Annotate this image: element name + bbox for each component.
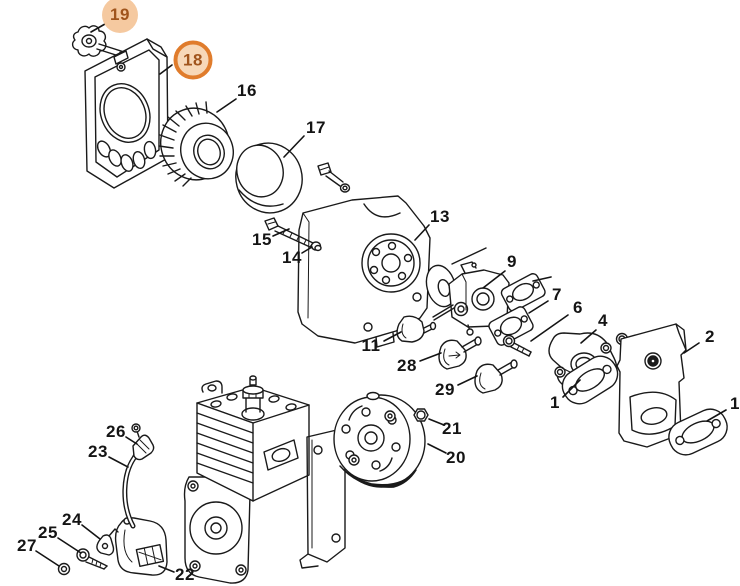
part-washer-small: [57, 562, 71, 576]
leader-line-14: [301, 246, 313, 254]
part-knob-plain: [474, 359, 518, 394]
leader-line-16: [216, 98, 237, 113]
part-sleeve-nut: [310, 241, 322, 252]
part-cylinder: [196, 375, 310, 502]
leader-line-23: [108, 456, 129, 468]
part-label-20[interactable]: 20: [446, 448, 466, 467]
part-air-filter-cover: [84, 38, 169, 189]
leader-line-9: [482, 270, 506, 289]
part-label-27[interactable]: 27: [17, 536, 37, 555]
leader-line-26: [125, 436, 138, 445]
leader-line-24: [81, 524, 101, 540]
part-label-28[interactable]: 28: [397, 356, 417, 375]
part-crankcase-plate: [299, 428, 346, 569]
part-flywheel: [333, 391, 426, 488]
part-ignition-module: [114, 517, 168, 576]
leader-line-4: [580, 329, 597, 344]
part-label-22[interactable]: 22: [175, 565, 195, 584]
leader-line-7: [528, 300, 549, 314]
part-label-11[interactable]: 11: [361, 336, 381, 355]
part-label-24[interactable]: 24: [62, 510, 82, 529]
leader-line-25: [57, 537, 82, 554]
leader-line-2: [683, 342, 700, 354]
leader-line-6: [530, 314, 569, 342]
part-label-9[interactable]: 9: [507, 252, 517, 271]
part-label-13[interactable]: 13: [430, 207, 450, 226]
leader-line-22: [158, 565, 175, 573]
part-label-29[interactable]: 29: [435, 380, 455, 399]
part-knob-arrow: [438, 336, 482, 370]
leader-line-29: [457, 375, 478, 386]
part-gasket-manifold: [561, 355, 619, 405]
part-label-6[interactable]: 6: [573, 298, 583, 317]
part-label-25[interactable]: 25: [38, 523, 58, 542]
part-carb-screw: [502, 334, 532, 357]
leader-line-13: [414, 224, 430, 241]
leader-line-15: [272, 228, 290, 237]
leader-line-17: [283, 135, 305, 158]
part-label-7[interactable]: 7: [552, 285, 562, 304]
part-choke-lever: [396, 315, 437, 343]
part-label-1[interactable]: 1: [730, 394, 740, 413]
part-label-17[interactable]: 17: [306, 118, 326, 137]
part-label-21[interactable]: 21: [442, 419, 462, 438]
leader-line-19: [90, 23, 106, 33]
part-label-18[interactable]: 18: [173, 40, 213, 80]
leader-line-18: [159, 64, 173, 75]
part-carburetor: [432, 261, 510, 336]
part-flywheel-nut: [413, 408, 429, 422]
part-label-4[interactable]: 4: [598, 311, 608, 330]
part-air-filter: [158, 101, 234, 187]
part-carb-gasket-upper: [500, 273, 546, 312]
part-housing-screw: [317, 162, 351, 193]
part-filter-sleeve: [235, 142, 303, 214]
leader-line-20: [427, 443, 447, 454]
part-label-23[interactable]: 23: [88, 442, 108, 461]
part-label-16[interactable]: 16: [237, 81, 257, 100]
leader-line-1: [562, 379, 581, 398]
part-label-14[interactable]: 14: [282, 248, 302, 267]
part-label-1[interactable]: 1: [550, 393, 560, 412]
leader-line-27: [35, 550, 60, 567]
part-carb-gasket-lower: [488, 306, 534, 346]
part-clamp-screw: [76, 548, 108, 570]
part-label-19[interactable]: 19: [102, 0, 138, 33]
part-clamp: [96, 528, 119, 556]
part-crankcase: [183, 476, 251, 584]
leader-line-7: [532, 276, 552, 282]
part-plug-boot: [131, 423, 155, 461]
part-gasket-lower-right: [668, 408, 728, 456]
part-muffler-bracket: [616, 323, 687, 448]
leader-line-11: [383, 331, 402, 342]
leader-line-28: [419, 352, 442, 362]
leader-line-1: [706, 409, 727, 422]
part-filter-housing: [297, 195, 431, 348]
leader-line-21: [428, 418, 445, 426]
part-housing-bolt: [264, 217, 314, 248]
part-label-15[interactable]: 15: [252, 230, 272, 249]
part-label-2[interactable]: 2: [705, 327, 715, 346]
part-label-26[interactable]: 26: [106, 422, 126, 441]
